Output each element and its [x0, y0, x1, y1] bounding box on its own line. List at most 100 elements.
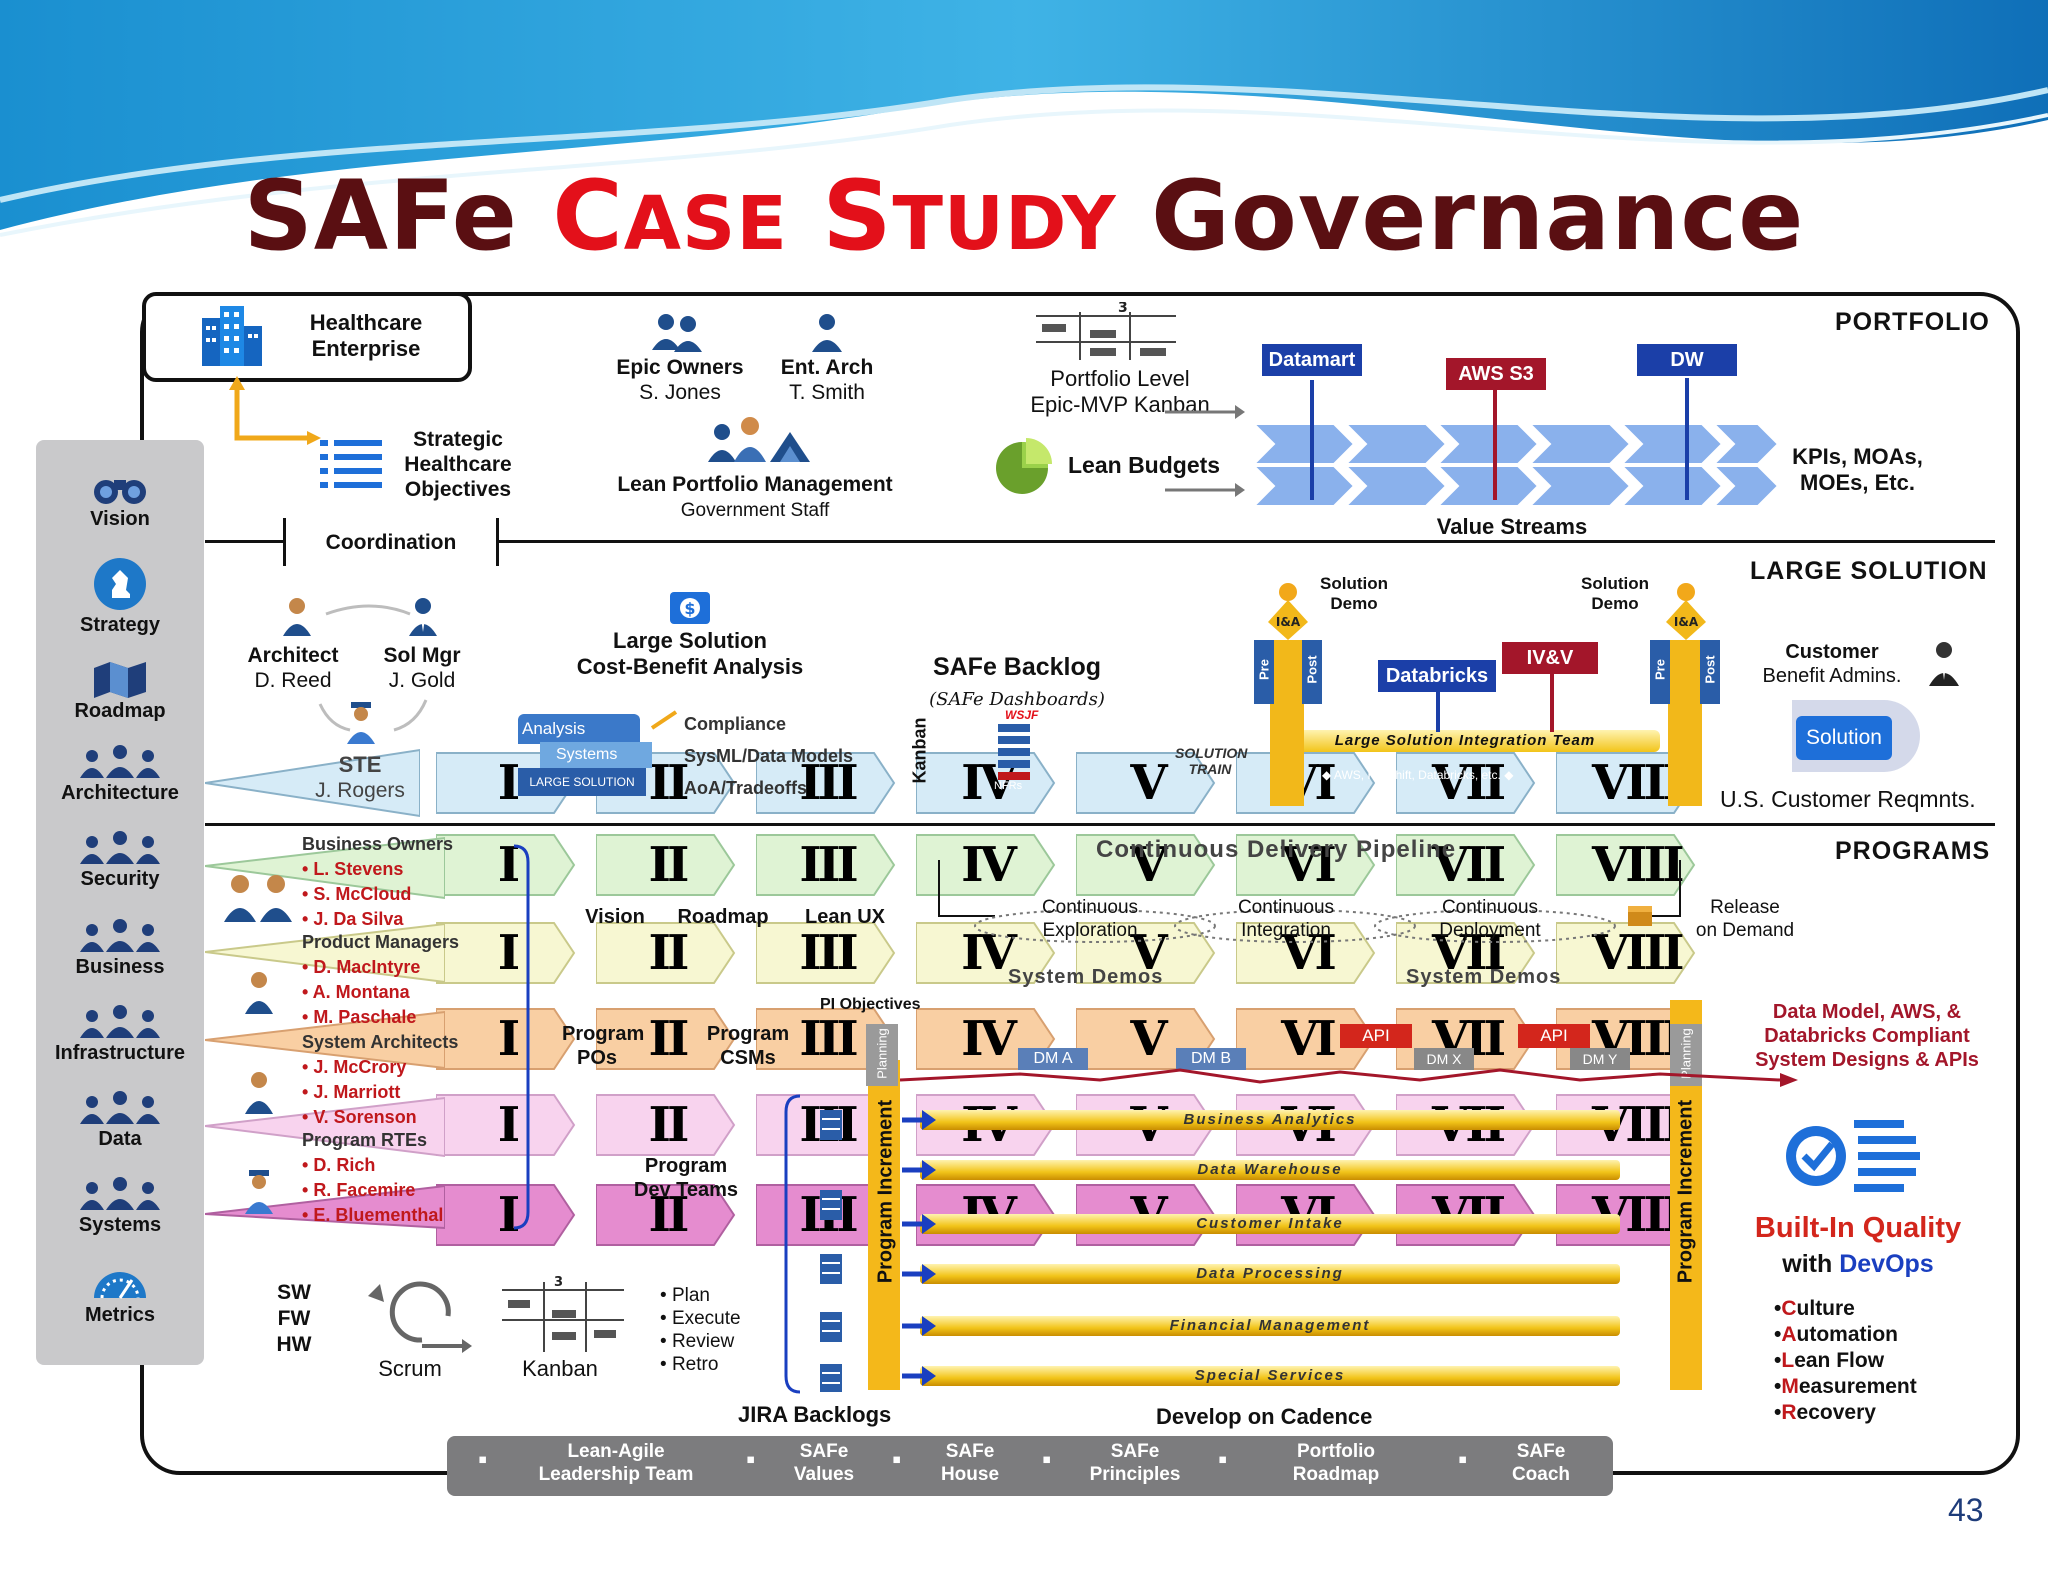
pi-number: II [648, 1187, 690, 1243]
ivv-tag: IV&V [1502, 642, 1598, 674]
scrum-label: Scrum [378, 1356, 442, 1381]
pi-number: VI [1281, 1011, 1337, 1067]
enterprise-connector-arrow [229, 376, 321, 445]
post-box-right: Post [1700, 640, 1720, 704]
large-solution-divider [205, 823, 1995, 826]
post-box-left: Post [1302, 640, 1322, 704]
page-number: 43 [1948, 1492, 1984, 1528]
team-kanban-icon: 3 [502, 1276, 624, 1352]
scrum-cycle-icon [368, 1281, 472, 1353]
analysis-stack: Analysis Systems LARGE SOLUTION [518, 714, 652, 798]
pi-product-managers-7: VII [1396, 922, 1536, 984]
databricks-tag: Databricks [1378, 660, 1496, 692]
cdp-label: Continuous Delivery Pipeline [1096, 836, 1457, 863]
kanban-vertical-label: Kanban [909, 717, 930, 784]
pi-business-owners-4: IV [916, 834, 1056, 896]
pi-product-managers-6: VI [1236, 922, 1376, 984]
ent-arch-icon [812, 314, 842, 352]
sidebar-label: Infrastructure [54, 1042, 186, 1064]
solution-demo-pillar-right [1668, 640, 1702, 806]
pi-business-owners-7: VII [1396, 834, 1536, 896]
lane-data-processing: Data Processing [920, 1264, 1620, 1284]
pi-number: I [497, 755, 520, 811]
sidebar-item-roadmap: Roadmap [36, 660, 204, 723]
pi-number: V [1130, 755, 1167, 811]
sidebar-label: Security [80, 868, 160, 890]
release-box-icon [1628, 906, 1652, 926]
pi-number: IV [961, 1011, 1017, 1067]
calmr-list: •Culture •Automation •Lean Flow •Measure… [1774, 1297, 1917, 1424]
pi-number: III [799, 1011, 858, 1067]
pi-system-architects-2: II [596, 1008, 736, 1070]
sidebar-label: Metrics [84, 1304, 156, 1326]
api-tag-2: API [1518, 1024, 1590, 1048]
dw-tag: DW [1637, 344, 1737, 376]
house-icon: ▪ [892, 1444, 902, 1474]
pi-number: I [497, 925, 520, 981]
system-architect-icon [245, 1072, 273, 1114]
planning-box-left: Planning [866, 1024, 898, 1086]
api-tag-1: API [1340, 1024, 1412, 1048]
sidebar-item-vision: Vision [36, 470, 204, 531]
svg-text:$: $ [684, 599, 695, 618]
pi-objectives-label: PI Objectives [820, 996, 921, 1013]
integration-team-bar: Large Solution Integration Team [1270, 730, 1660, 752]
principles-icon: ▪ [1042, 1444, 1052, 1474]
sidebar-item-security: Security [36, 830, 204, 891]
sidebar-label: Roadmap [74, 700, 166, 722]
customer-icon [1929, 642, 1959, 686]
wsjf-label: WSJF [1005, 708, 1039, 722]
pie-chart-icon [996, 438, 1052, 494]
people-group-icon [36, 918, 204, 954]
lane-arrow-icon [902, 1104, 938, 1141]
lane-arrow-icon [902, 1310, 938, 1347]
jira-backlogs-label: JIRA Backlogs [738, 1402, 892, 1427]
dm-a-tag: DM A [1018, 1048, 1088, 1070]
portfolio-section-label: PORTFOLIO [1835, 308, 1990, 336]
sidebar-item-data: Data [36, 1090, 204, 1151]
bottom-toolbar [447, 1436, 1613, 1496]
develop-on-cadence-label: Develop on Cadence [1156, 1404, 1373, 1429]
system-demos-left: System Demos [1008, 966, 1164, 988]
product-manager-icon [245, 972, 273, 1014]
roles-bracket [513, 844, 530, 1230]
pi-system-architects-6: VI [1236, 1008, 1376, 1070]
system-demos-right: System Demos [1406, 966, 1562, 988]
kanban-label: Kanban [522, 1356, 598, 1381]
pi-number: VII [1432, 837, 1506, 893]
program-lean-ux-label: Lean UX [804, 906, 886, 928]
pi-program-rtes-1: I [436, 1094, 576, 1156]
backlog-stack-icon [998, 724, 1030, 780]
architect-icon [283, 598, 311, 636]
value-streams-label: Value Streams [1436, 514, 1588, 539]
sidebar-label: Vision [90, 508, 150, 530]
lean-budgets-label: Lean Budgets [1068, 452, 1221, 478]
pi-large-solution-5: V [1076, 752, 1216, 814]
pi-number: II [648, 1097, 690, 1153]
sidebar-label: Strategy [79, 614, 161, 636]
nfrs-label: NFRs [994, 780, 1023, 792]
pi-system-architects-3: III [756, 1008, 896, 1070]
pi-large-solution-7: VII [1396, 752, 1536, 814]
pi-number: I [497, 1011, 520, 1067]
kanban-num: 3 [1118, 302, 1128, 316]
kpis-label: KPIs, MOAs,MOEs, Etc. [1792, 444, 1923, 496]
roadmap-icon: ▪ [1218, 1444, 1228, 1474]
chess-knight-icon [36, 556, 204, 612]
safe-backlog-label: SAFe Backlog(SAFe Dashboards) [929, 653, 1105, 710]
sidebar-label: Business [75, 956, 165, 978]
pi-business-owners-6: VI [1236, 834, 1376, 896]
sidebar-item-architecture: Architecture [36, 744, 204, 805]
pi-dev-teams-2: II [596, 1184, 736, 1246]
jira-backlog-icons [784, 1094, 842, 1394]
